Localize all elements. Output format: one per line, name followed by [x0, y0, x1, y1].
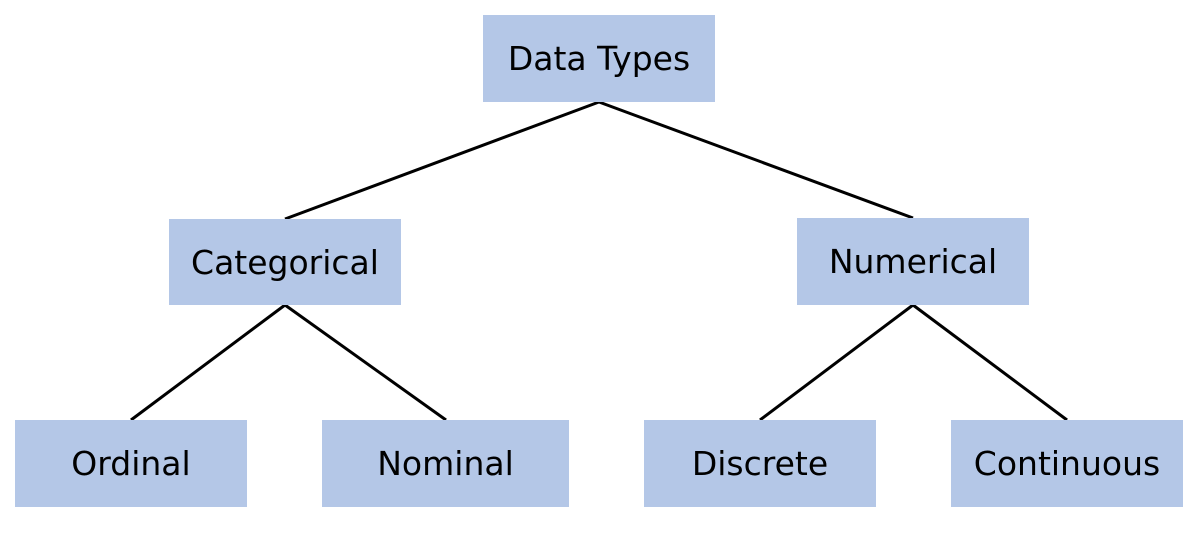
edge-root-categorical	[284, 100, 600, 221]
node-label: Ordinal	[71, 444, 191, 483]
node-label: Discrete	[691, 444, 829, 483]
node-label: Data Types	[507, 39, 691, 78]
edge-root-numerical	[598, 100, 914, 220]
node-label: Continuous	[973, 444, 1161, 483]
edge-categorical-nominal	[284, 303, 447, 422]
node-nominal: Nominal	[322, 420, 569, 507]
node-label: Categorical	[191, 242, 379, 282]
node-label: Nominal	[377, 444, 514, 483]
node-ordinal: Ordinal	[15, 420, 247, 507]
node-label: Numerical	[828, 242, 998, 281]
node-continuous: Continuous	[951, 420, 1183, 507]
node-data-types: Data Types	[483, 15, 715, 102]
node-discrete: Discrete	[644, 420, 876, 507]
edge-categorical-ordinal	[130, 303, 286, 422]
node-numerical: Numerical	[797, 218, 1029, 305]
edge-numerical-continuous	[912, 303, 1068, 422]
node-categorical: Categorical	[169, 219, 401, 305]
edge-numerical-discrete	[759, 303, 914, 422]
